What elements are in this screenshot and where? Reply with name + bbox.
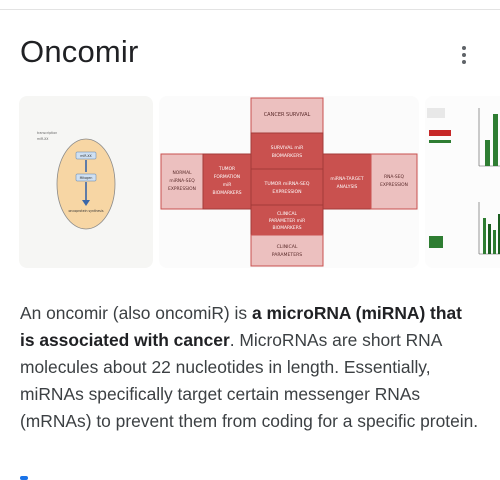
image-thumbnail-2[interactable]: CANCER SURVIVAL SURVIVAL miR BIOMARKERS … <box>159 96 419 268</box>
clinical-parameters-box <box>250 234 324 267</box>
cancer-survival-box <box>250 97 324 134</box>
description-bold: a microRNA (miRNA) that is associated wi… <box>20 303 462 350</box>
top-divider <box>0 9 500 10</box>
arrow-head <box>82 200 90 206</box>
diagram-label: RNA-SEQ <box>384 174 404 180</box>
diagram-label: ANALYSIS <box>337 184 358 190</box>
diagram-label: SURVIVAL miR <box>271 145 304 151</box>
description-text: An oncomir (also oncomiR) is a microRNA … <box>20 300 480 435</box>
diagram-label: CLINICAL <box>277 244 298 250</box>
biomarker-diagram: CANCER SURVIVAL SURVIVAL miR BIOMARKERS … <box>160 97 418 267</box>
panel-bar <box>493 230 496 254</box>
panel-thumb <box>427 108 445 118</box>
diagram-label: NORMAL <box>172 170 192 176</box>
diagram-label: CLINICAL <box>277 211 297 217</box>
description-part-1: An oncomir (also oncomiR) is <box>20 303 252 323</box>
tumor-formation-box <box>202 153 252 210</box>
diagram-label: miR <box>223 182 232 188</box>
image-thumbnail-1[interactable]: transcription miR-XX miR-XX Mitogen onco… <box>19 96 153 268</box>
diagram-label: miRNA-TARGET <box>330 176 363 182</box>
diagram-label: oncoprotein synthesis <box>68 209 103 213</box>
panel-bar <box>485 140 490 166</box>
diagram-label: Mitogen <box>80 176 93 180</box>
diagram-label: transcription <box>37 131 57 135</box>
mirna-node <box>75 151 97 160</box>
panel-bar <box>498 214 500 254</box>
diagram-label: BIOMARKERS <box>272 153 303 159</box>
diagram-label: miR-XX <box>37 137 49 141</box>
diagram-label: BIOMARKERS <box>212 190 241 196</box>
diagram-label: EXPRESSION <box>272 189 301 195</box>
target-node <box>75 173 97 182</box>
panel-bar <box>488 224 491 254</box>
panel-bar <box>429 130 451 136</box>
image-thumbnail-3[interactable] <box>425 96 500 268</box>
diagram-label: miR-XX <box>80 154 92 158</box>
source-icon <box>20 474 80 480</box>
figure-panels <box>427 108 500 255</box>
description-part-2: . MicroRNAs are short RNA molecules abou… <box>20 330 479 431</box>
panel-bar <box>493 114 498 166</box>
target-analysis-box <box>322 153 372 210</box>
panel-bar <box>483 218 486 254</box>
diagram-label: EXPRESSION <box>168 186 196 192</box>
diagram-label: BIOMARKERS <box>272 225 301 231</box>
diagram-label: TUMOR <box>218 166 235 172</box>
normal-expression-box <box>160 153 204 210</box>
diagram-label: PARAMETER miR <box>269 218 305 224</box>
more-vert-icon[interactable] <box>458 46 470 66</box>
survival-mir-box <box>250 132 324 170</box>
pathway-diagram: transcription miR-XX miR-XX Mitogen onco… <box>37 131 116 230</box>
diagram-label: EXPRESSION <box>380 182 408 188</box>
image-carousel[interactable]: transcription miR-XX miR-XX Mitogen onco… <box>19 96 500 268</box>
diagram-label: CANCER SURVIVAL <box>264 112 311 118</box>
panel-bar <box>429 140 451 143</box>
diagram-label: PARAMETERS <box>272 252 303 258</box>
diagram-label: TUMOR miRNA-SEQ <box>264 181 310 187</box>
diagram-label: FORMATION <box>214 174 240 180</box>
tumor-seq-box <box>250 168 324 206</box>
diagram-label: miRNA-SEQ <box>169 178 195 184</box>
panel-thumb <box>429 236 443 248</box>
clinical-parameter-mir-box <box>250 204 324 236</box>
rna-seq-box <box>370 153 418 210</box>
page-title: Oncomir <box>20 34 139 69</box>
